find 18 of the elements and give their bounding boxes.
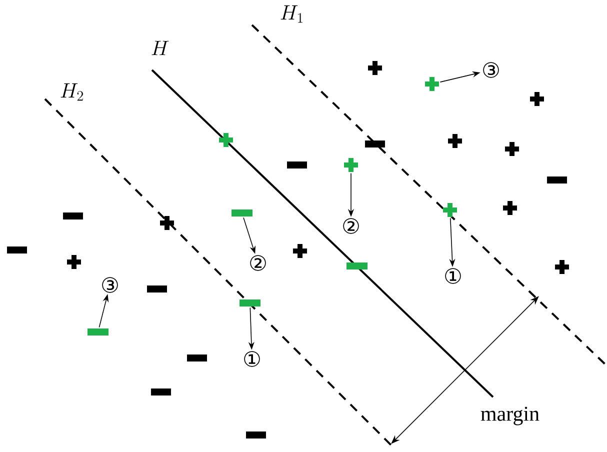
support-vector-plus	[425, 77, 439, 91]
line-label: $H$	[152, 40, 169, 56]
margin-label: margin	[480, 406, 540, 426]
circled-number: ①	[244, 351, 260, 367]
circled-number: ①	[445, 268, 461, 284]
circled-number: ②	[343, 218, 359, 234]
support-vector-plus	[443, 203, 457, 217]
support-vector-plus	[344, 158, 358, 172]
support-vector-minus	[346, 262, 368, 270]
circled-number: ③	[102, 277, 118, 293]
support-vector-minus	[88, 328, 108, 336]
support-vector-plus	[219, 133, 233, 147]
support-vector-minus	[240, 300, 260, 306]
support-vector-minus	[232, 210, 252, 216]
line-label: $H_2$	[60, 83, 83, 101]
line-label: $H_1$	[280, 5, 303, 23]
circled-number: ②	[250, 255, 266, 271]
circled-number: ③	[483, 62, 499, 78]
